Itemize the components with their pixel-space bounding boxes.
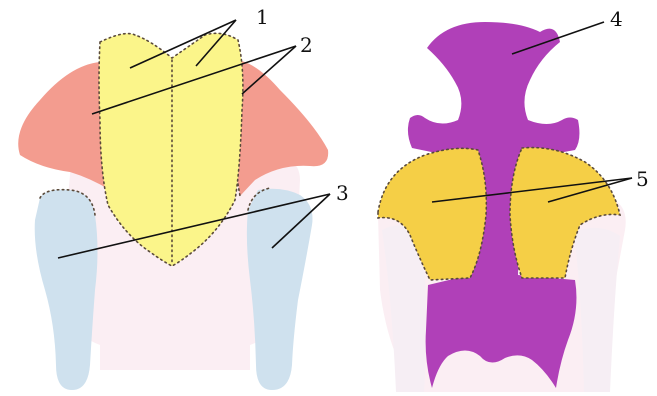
part-3-left-limb: [35, 190, 98, 390]
left-figure: 1 2 3: [18, 5, 349, 390]
callout-2: 2: [300, 33, 313, 57]
callout-1: 1: [256, 5, 269, 29]
callout-4: 4: [610, 7, 623, 31]
callout-3: 3: [336, 181, 349, 205]
callout-5: 5: [636, 167, 649, 191]
right-figure: 4 5: [378, 7, 649, 392]
